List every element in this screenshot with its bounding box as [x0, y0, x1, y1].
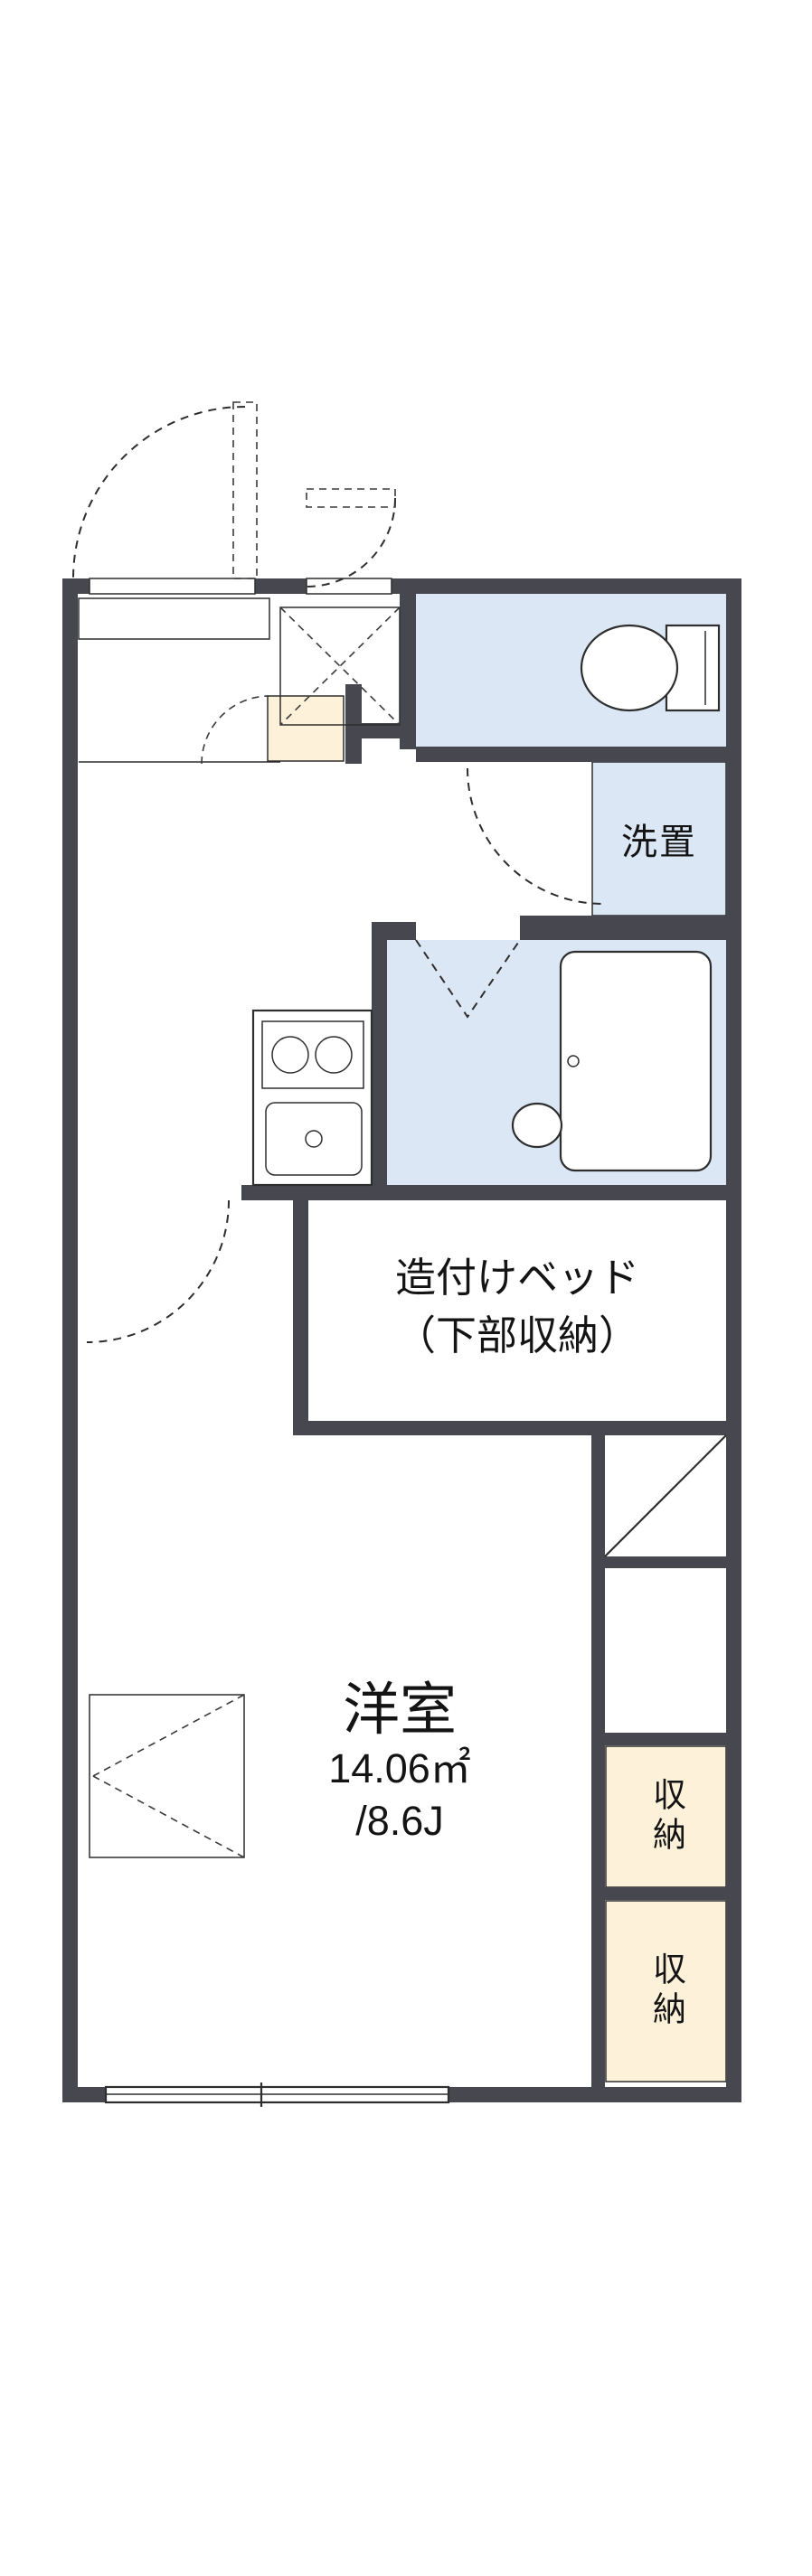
wall-genkan-stub-vertical: [345, 684, 362, 764]
wall-below-kitchen: [241, 1185, 726, 1200]
wall-bath-left: [372, 922, 387, 1197]
openings: [89, 578, 450, 2107]
entrance-door-swing-arc: [72, 406, 246, 579]
wall-outer-left: [62, 578, 78, 2102]
stove-burner-left: [271, 1036, 309, 1074]
bathtub-icon: [559, 950, 713, 1172]
overhead-cabinet-diagonal-1: [279, 606, 401, 726]
closet-upper-label: 収納: [647, 1777, 685, 1857]
wall-outer-right: [726, 578, 741, 2102]
toilet-icon: [580, 624, 721, 712]
wall-column-divider-1: [605, 1556, 726, 1568]
built-in-bed-label-line2: （下部収納）: [394, 1312, 639, 1359]
stove-burner-right: [315, 1036, 353, 1074]
built-in-bed-label-line1: 造付けベッド: [394, 1255, 639, 1301]
kitchen-counter: [251, 1009, 373, 1187]
bath-door-fold-lines: [415, 939, 521, 1019]
entrance-details: [78, 597, 401, 763]
wall-genkan-stub-horizontal: [362, 723, 401, 738]
entrance-door-opening: [89, 578, 256, 595]
room-door-swing-arc: [86, 1199, 230, 1343]
built-in-bed-label: 造付けベッド （下部収納）: [308, 1249, 726, 1365]
bathtub-knob: [567, 1055, 580, 1067]
closet-lower-box: [605, 1900, 727, 2082]
wall-column-divider-3: [605, 1887, 726, 1900]
marker-box-dash-2: [92, 1775, 245, 1858]
marker-box-outline: [89, 1694, 245, 1858]
bathroom-fixtures: [415, 939, 713, 1172]
genkan-step: [267, 695, 345, 762]
folding-marker-icon: [89, 1694, 245, 1858]
secondary-door-swing-arc: [306, 497, 396, 588]
wall-right-column: [591, 1435, 605, 2087]
wall-below-bed: [293, 1421, 726, 1435]
laundry-space-label: 洗置: [621, 823, 697, 862]
wall-under-toilet: [416, 747, 726, 762]
shoe-cabinet-door-arc: [201, 695, 270, 765]
diagonal-space-icon: [604, 1434, 727, 1557]
main-room-area-m2: 14.06㎡: [328, 1745, 471, 1792]
closet-lower-label: 収納: [647, 1951, 685, 2031]
secondary-door-leaf: [306, 488, 396, 508]
shoe-cabinet: [78, 597, 270, 640]
wall-above-bath-right: [520, 916, 726, 940]
main-room-area-tatami: /8.6J: [355, 1797, 444, 1844]
storage-areas: [267, 695, 727, 2082]
overhead-cabinet-icon: [279, 606, 401, 726]
secondary-door-opening: [306, 578, 392, 595]
door-swings: [72, 401, 604, 1343]
overhead-cabinet-diagonal-2: [279, 606, 401, 726]
washbasin-icon: [511, 1102, 563, 1149]
laundry-space-box: [591, 761, 727, 917]
hall-door-swing-arc: [467, 767, 604, 905]
wall-column-divider-2: [605, 1733, 726, 1745]
main-room-label-group: 洋室 14.06㎡ /8.6J: [174, 1678, 626, 1847]
marker-box-dash-1: [92, 1694, 245, 1777]
wall-bed-left: [293, 1200, 308, 1435]
wall-entrance-toilet: [400, 594, 416, 749]
kitchen-sink-drain: [305, 1130, 323, 1148]
entrance-door-leaf: [232, 401, 258, 579]
main-room-name: 洋室: [343, 1678, 457, 1742]
toilet-bowl: [580, 624, 679, 712]
